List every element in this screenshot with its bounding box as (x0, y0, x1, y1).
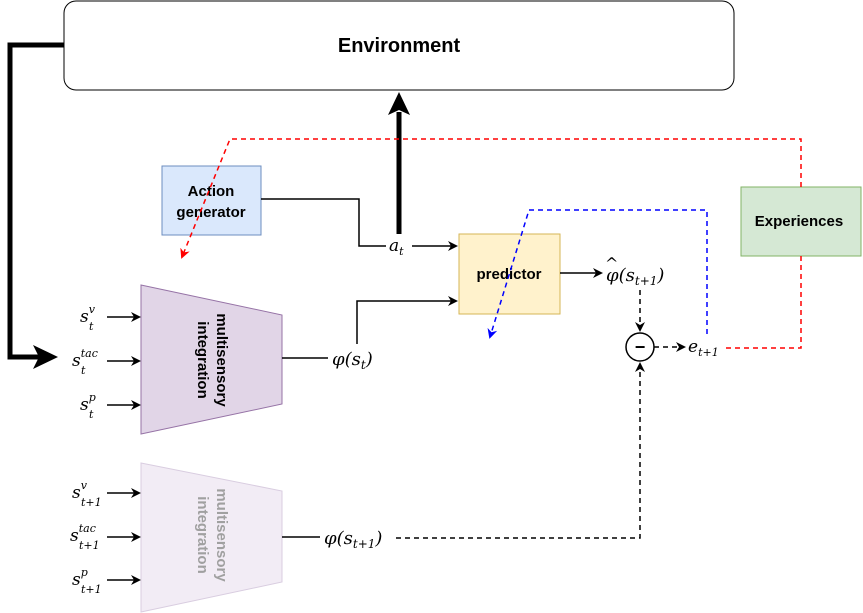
phi-st-s: s (352, 349, 361, 370)
input-t-visual: sv (80, 303, 96, 327)
error-sub: t+1 (698, 346, 719, 359)
phi-hat-sub: t+1 (635, 274, 658, 288)
error-base: e (688, 337, 698, 357)
integration-t-trapezoid (140, 284, 283, 435)
subtract-symbol: − (635, 337, 646, 357)
phi-st-close: ) (365, 349, 373, 370)
environment-label: Environment (338, 35, 461, 57)
phi-st1-open: ( (337, 528, 345, 549)
input-t1-tactile-sup: tac (79, 522, 96, 535)
input-t-tactile-base: s (72, 351, 81, 371)
integration-t1-line2: integration (194, 496, 211, 574)
input-t-proprio: sp (80, 391, 96, 415)
phi-st-f: φ (332, 349, 345, 370)
integration-t-line2: integration (194, 321, 211, 399)
input-t-tactile-sub: t (81, 364, 86, 377)
experiences-label: Experiences (755, 213, 843, 230)
action-generator-label-line1: Action (188, 183, 235, 200)
phi-st1-label: φ(st+1) (324, 528, 382, 551)
action-at-sub: t (399, 245, 404, 258)
input-t1-proprio-sub: t+1 (81, 583, 102, 596)
input-t-proprio-sub: t (89, 408, 94, 421)
input-t-proprio-base: s (80, 395, 89, 415)
integration-t1-trapezoid (140, 462, 283, 613)
input-t-visual-sub: t (89, 320, 94, 333)
action-generator-label-line2: generator (176, 204, 245, 221)
phi-hat-s: s (626, 265, 635, 286)
phi-st-to-predictor-connector (356, 296, 458, 344)
input-t1-proprio: sp (72, 566, 88, 590)
input-t1-proprio-base: s (72, 570, 81, 590)
phi-st1-close: ) (374, 528, 382, 549)
integration-t1-label: multisensory integration (194, 488, 230, 582)
input-t1-visual: sv (72, 479, 88, 503)
error-label: et+1 (688, 337, 719, 359)
environment-feedback-connector (7, 42, 64, 360)
input-t-tactile-sup: tac (81, 347, 98, 360)
phi-st1-s: s (344, 528, 353, 549)
input-t1-visual-base: s (72, 483, 81, 503)
red-dashed-error-to-experiences (726, 256, 802, 349)
phi-hat-close: ) (656, 265, 664, 286)
phi-st1-sub: t+1 (353, 537, 376, 551)
input-t-visual-base: s (80, 307, 89, 327)
input-t-visual-sup: v (89, 303, 96, 316)
input-t1-visual-sup: v (81, 479, 88, 492)
phi-st-open: ( (345, 349, 353, 370)
input-t1-visual-sub: t+1 (81, 496, 102, 509)
phi-st-sub: t (361, 358, 366, 372)
integration-t-line1: multisensory (213, 313, 230, 407)
phi-st-label: φ(st) (332, 349, 373, 372)
phi-hat-caret: ^ (605, 254, 618, 273)
phi-hat-f: φ (606, 265, 619, 286)
environment-feedback-arrowhead (33, 345, 58, 369)
phi-hat-open: ( (619, 265, 627, 286)
input-t1-tactile-base: s (70, 526, 79, 546)
input-t-proprio-sup: p (89, 391, 96, 404)
phi-st1-f: φ (324, 528, 337, 549)
action-at-label: at (389, 236, 404, 258)
predictor-box (458, 233, 561, 315)
phi-st1-to-minus-connector (396, 362, 645, 539)
action-to-environment-arrowhead (388, 92, 410, 115)
input-t1-proprio-sup: p (81, 566, 88, 579)
input-t1-tactile: stac (70, 522, 96, 546)
integration-t-label: multisensory integration (194, 313, 230, 407)
input-t-tactile: stac (72, 347, 98, 371)
action-at-base: a (389, 236, 399, 256)
input-t1-tactile-sub: t+1 (79, 539, 100, 552)
red-dashed-experiences-feedback (180, 138, 802, 259)
action-generator-box (161, 165, 262, 236)
experiences-box (740, 186, 862, 257)
phi-hat-label: φ(st+1) (606, 265, 664, 288)
action-to-at-connector (261, 198, 386, 247)
integration-t1-line1: multisensory (213, 488, 230, 582)
